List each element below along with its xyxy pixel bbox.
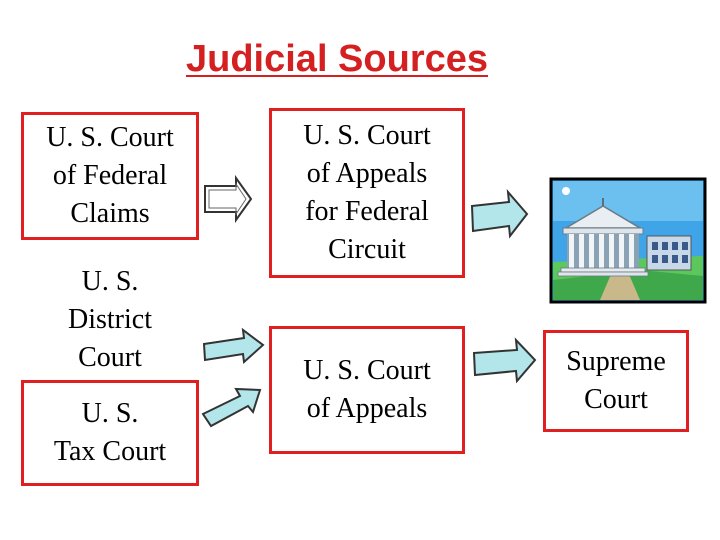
box-district-court-label: U. S. District Court <box>68 266 152 373</box>
box-tax-court: U. S. Tax Court <box>21 380 199 486</box>
box-federal-claims-label: U. S. Court of Federal Claims <box>46 122 174 229</box>
page-title: Judicial Sources <box>186 38 489 80</box>
box-appeals-federal-circuit: U. S. Court of Appeals for Federal Circu… <box>269 108 465 278</box>
arrow-claims-to-federal-circuit <box>204 174 253 224</box>
arrow-appeals-to-supreme <box>472 337 537 384</box>
box-district-court: U. S. District Court <box>21 260 199 380</box>
box-supreme-court-label: Supreme Court <box>566 346 666 415</box>
box-court-of-appeals: U. S. Court of Appeals <box>269 326 465 454</box>
arrow-district-to-appeals <box>202 327 265 365</box>
box-supreme-court: Supreme Court <box>543 330 689 432</box>
box-federal-claims: U. S. Court of Federal Claims <box>21 112 199 240</box>
courthouse-icon <box>549 177 707 304</box>
arrow-federal-circuit-to-supreme <box>470 188 529 239</box>
box-tax-court-label: U. S. Tax Court <box>53 398 167 467</box>
box-appeals-federal-circuit-label: U. S. Court of Appeals for Federal Circu… <box>303 120 431 265</box>
box-court-of-appeals-label: U. S. Court of Appeals <box>303 355 431 424</box>
arrow-tax-to-appeals <box>201 387 262 428</box>
